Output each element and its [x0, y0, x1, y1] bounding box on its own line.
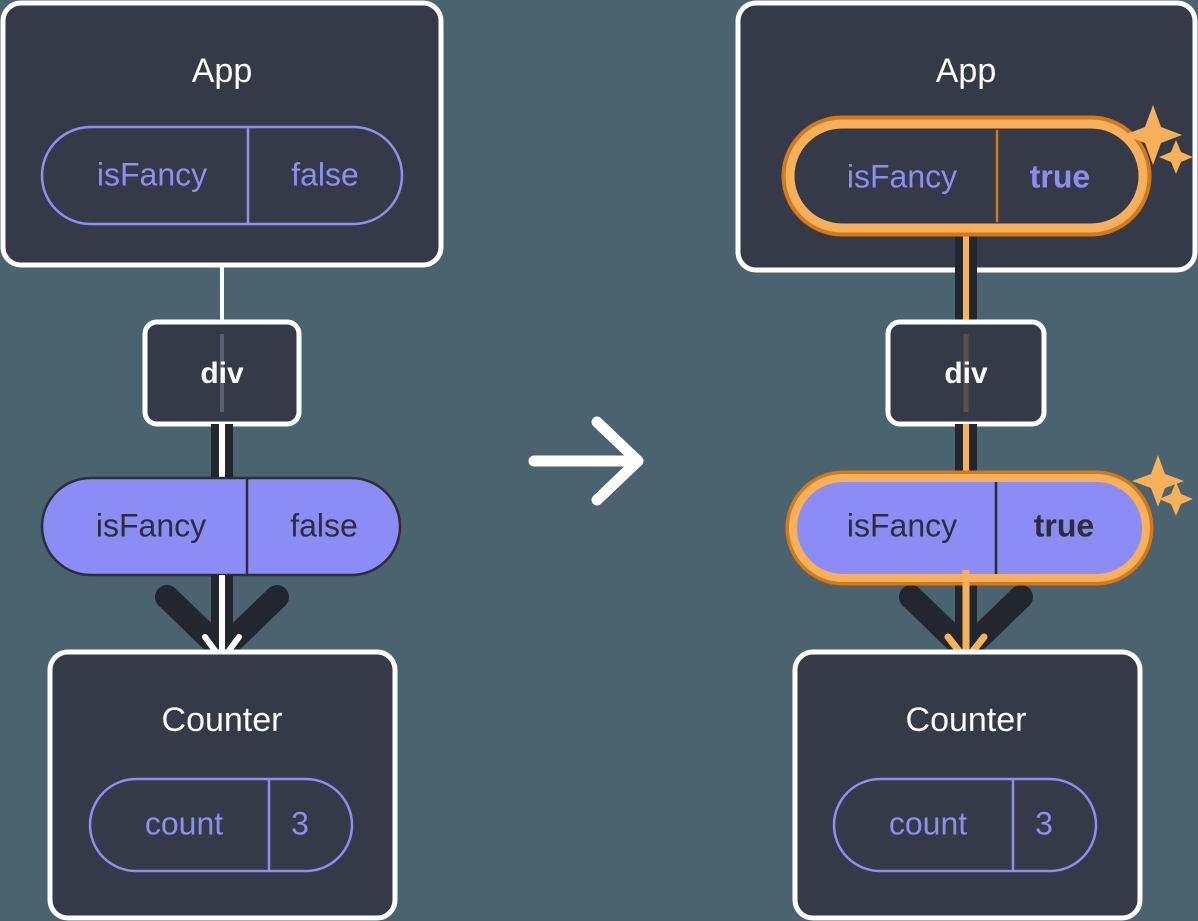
counter-card-before: Counter count 3 — [47, 649, 398, 921]
app-title-after: App — [936, 52, 997, 90]
transition-arrow — [528, 416, 644, 506]
passed-prop-pill-before: isFancy false — [40, 476, 402, 577]
app-card-rect-before — [0, 0, 444, 268]
arrow-right-icon-head — [591, 416, 644, 506]
app-card-before: App isFancy false — [0, 0, 444, 268]
counter-prop-key-after: count — [889, 805, 967, 841]
counter-title-before: Counter — [162, 701, 283, 739]
counter-prop-pill-before: count 3 — [88, 777, 354, 873]
counter-prop-pill-after: count 3 — [832, 777, 1098, 873]
counter-card-after: Counter count 3 — [792, 649, 1143, 921]
div-label-after: div — [944, 357, 988, 390]
sparkle-small-prop-after — [1159, 482, 1193, 516]
counter-prop-key-before: count — [145, 805, 223, 841]
counter-card-rect-after — [792, 649, 1143, 921]
sparkles-icon-prop-after — [1132, 455, 1193, 516]
passed-prop-pill-after[interactable]: isFancy true — [785, 470, 1154, 586]
app-prop-key-after: isFancy — [847, 158, 957, 194]
app-title-before: App — [192, 52, 253, 90]
app-prop-pill-outline-before — [40, 125, 404, 226]
passed-prop-value-after: true — [1034, 507, 1094, 543]
app-prop-pill-before: isFancy false — [40, 125, 404, 226]
sparkle-large-prop-after — [1132, 455, 1184, 507]
counter-title-after: Counter — [906, 701, 1027, 739]
app-prop-value-before: false — [291, 156, 359, 192]
after-panel: App isFancy true — [735, 0, 1198, 921]
sparkle-large-app-after — [1124, 105, 1182, 165]
div-node-after: div — [885, 319, 1047, 427]
div-label-before: div — [200, 357, 244, 390]
sparkles-icon-app-after — [1124, 105, 1193, 174]
div-node-before: div — [142, 319, 302, 427]
counter-prop-pill-outline-after — [832, 777, 1098, 873]
app-prop-key-before: isFancy — [97, 156, 207, 192]
app-prop-value-after: true — [1030, 158, 1090, 194]
passed-prop-value-before: false — [290, 507, 358, 543]
counter-prop-value-after: 3 — [1035, 805, 1053, 841]
sparkle-small-app-after — [1159, 140, 1193, 174]
edge-prop-to-counter-before — [155, 575, 289, 663]
app-prop-pill-after[interactable]: isFancy true — [781, 115, 1152, 237]
passed-prop-key-before: isFancy — [96, 507, 206, 543]
passed-prop-key-after: isFancy — [847, 507, 957, 543]
before-panel: App isFancy false div — [0, 0, 444, 921]
app-prop-pill-highlight-inner-after — [785, 119, 1148, 233]
counter-prop-pill-outline-before — [88, 777, 354, 873]
counter-prop-value-before: 3 — [291, 805, 309, 841]
counter-card-rect-before — [47, 649, 398, 921]
